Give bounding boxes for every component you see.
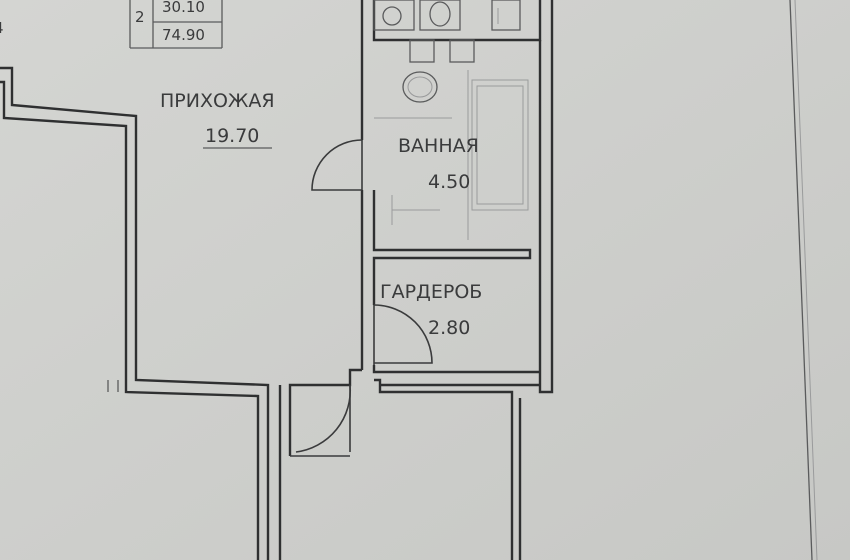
bathroom-inner [374,39,529,240]
hallway-area: 19.70 [205,125,259,147]
table-value-total: 74.90 [162,26,205,44]
area-table: 2 30.10 74.90 4 [0,0,223,49]
bathroom-name: ВАННАЯ [398,135,479,157]
bathroom-door [311,139,363,191]
wardrobe-door [373,304,433,365]
vent-shaft-2 [449,39,475,63]
table-row-number: 2 [135,8,145,26]
sink-top-icon [382,6,402,26]
entrance-door [290,384,352,457]
sheet-edge-line-2 [794,0,818,560]
upper-fixtures [373,0,521,31]
toilet-icon [429,1,451,27]
wardrobe-name: ГАРДЕРОБ [380,281,482,303]
table-edge-digit: 4 [0,19,4,37]
vent-shaft-1 [409,39,435,63]
hallway-name: ПРИХОЖАЯ [160,90,275,112]
bathroom-area: 4.50 [428,171,470,193]
table-value-top: 30.10 [162,0,205,16]
sink-icon [402,71,438,103]
hallway-left-wall [0,66,270,560]
sheet-edge-line [789,0,813,560]
bathtub [471,79,529,211]
wardrobe-area: 2.80 [428,317,470,339]
